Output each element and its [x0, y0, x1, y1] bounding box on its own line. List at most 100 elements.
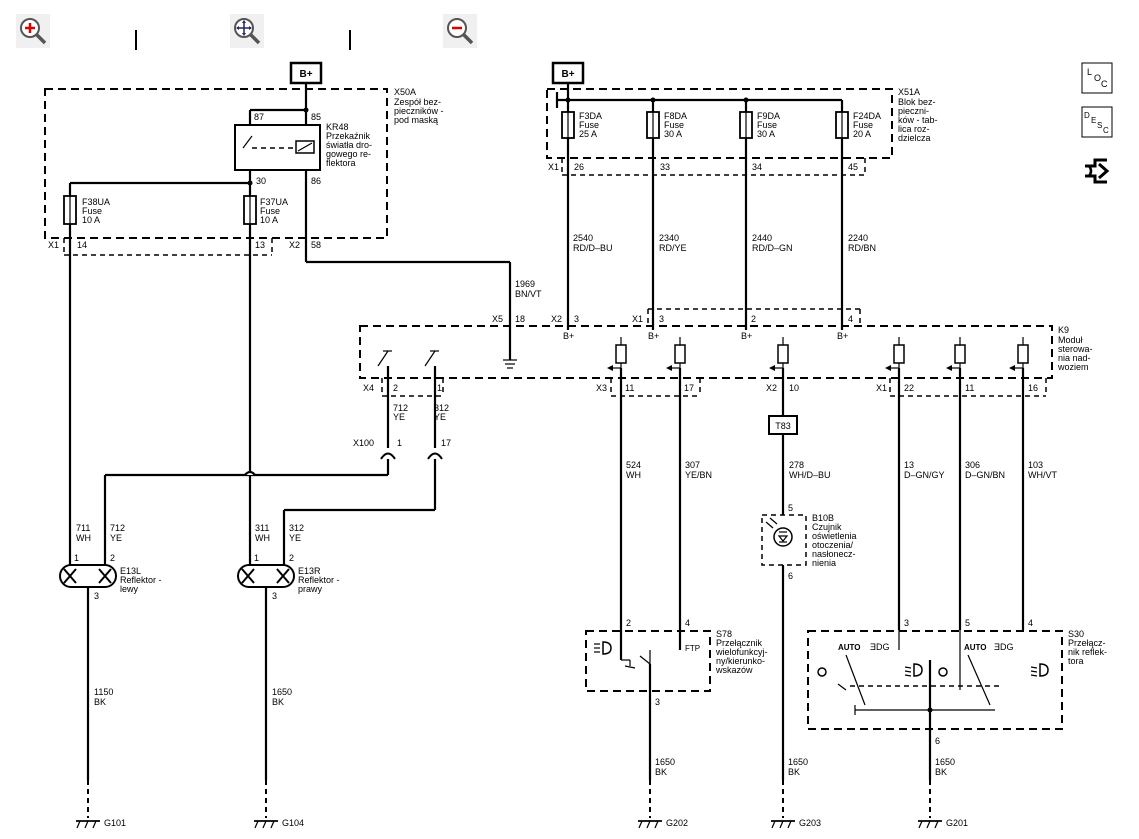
switch-s30: 3 5 4 S30 Przełącz- nik reflek- tora AUT…	[807, 618, 1107, 780]
k9-driver-16	[1009, 337, 1029, 371]
w13-circuit: 13	[904, 460, 914, 470]
svg-text:ƎDG: ƎDG	[870, 642, 890, 652]
e13r-label: E13R	[298, 566, 321, 576]
w278-circuit: 278	[789, 460, 804, 470]
pan-icon[interactable]	[230, 14, 264, 48]
w524-color: WH	[626, 470, 641, 480]
k9-bplus-0: B+	[563, 331, 574, 341]
w312a-color: YE	[434, 412, 446, 422]
x50a-conn-x1: X1	[48, 240, 59, 250]
s30-desc-0: Przełącz-	[1068, 638, 1106, 648]
x50a-pin13: 13	[255, 240, 265, 250]
k9-top-0-conn: X5	[492, 314, 503, 324]
w312b-circuit: 312	[289, 523, 304, 533]
svg-text:C: C	[1103, 126, 1109, 135]
k9-top-0-pin: 18	[515, 314, 525, 324]
w524-circuit: 524	[626, 460, 641, 470]
s30-pin5: 5	[965, 618, 970, 628]
x51a-fuse-1: F8DA Fuse 30 A 33 2340 RD/YE	[646, 97, 687, 330]
x51a-fuse-0: F3DA Fuse 25 A 26 2540 RD/D–BU	[561, 97, 613, 330]
e13r-pin2: 2	[289, 553, 294, 563]
w306-color: D–GN/BN	[965, 470, 1005, 480]
ground-g203-label: G203	[799, 818, 821, 828]
x51a-fuse-0-color: RD/D–BU	[573, 243, 613, 253]
s78-pin3: 3	[655, 697, 660, 707]
x51a-fuse-3-id: F24DA	[853, 111, 881, 121]
connector-icon[interactable]	[1081, 154, 1113, 186]
k9-bot-5-conn: X1	[876, 383, 887, 393]
s78-desc-0: Przełącznik	[716, 638, 763, 648]
s30-auto-1: AUTO	[838, 643, 861, 652]
w1650c-color: BK	[788, 767, 800, 777]
power-right: B+	[551, 61, 842, 108]
relay-kr48: 87 85 30 86 KR48 Przekaźnik światła dro-…	[234, 107, 372, 186]
s78-desc-3: wskazów	[715, 665, 753, 675]
k9-bot-5-pin: 22	[904, 383, 914, 393]
x51a-desc-0: Blok bez-	[898, 97, 936, 107]
w1650d-color: BK	[935, 767, 947, 777]
k9-bot-0-pin: 2	[393, 383, 398, 393]
k9-top-2-pin: 3	[659, 314, 664, 324]
relay-pin85: 85	[311, 112, 321, 122]
fuse-f37ua-rating: 10 A	[260, 215, 278, 225]
k9-label: K9	[1058, 325, 1069, 335]
e13l-desc-0: Reflektor -	[120, 575, 162, 585]
x51a-fuse-0-rating: 25 A	[579, 129, 597, 139]
w712a-circuit: 712	[393, 403, 408, 413]
t83-label: T83	[775, 421, 791, 431]
k9-bot-2-pin: 11	[625, 383, 634, 393]
ground-g101: G101	[76, 780, 126, 829]
x50a-connectors: X1 14 13 X2 58 1969 BN/VT	[48, 183, 542, 330]
k9-bot-0-conn: X4	[363, 383, 374, 393]
x51a-fuse-3-type: Fuse	[853, 120, 873, 130]
x50a-box: X50A Zespół bez- pieczników - pod maską	[44, 87, 444, 239]
e13r-desc-1: prawy	[298, 584, 323, 594]
desc-button[interactable]: D E S C	[1081, 106, 1113, 138]
relay-desc-0: Przekaźnik	[326, 131, 371, 141]
ground-g201-label: G201	[946, 818, 968, 828]
x51a-fuse-2-type: Fuse	[757, 120, 777, 130]
x50a-pin58: 58	[311, 240, 321, 250]
x50a-desc-2: pod maską	[394, 115, 438, 125]
fuse-branch	[68, 180, 253, 196]
w1150-color: BK	[94, 697, 106, 707]
e13r-pin3: 3	[272, 591, 277, 601]
relay-label: KR48	[326, 122, 349, 132]
w307-circuit: 307	[685, 460, 700, 470]
x51a-fuse-0-circuit: 2540	[573, 233, 593, 243]
w1650a-color: BK	[272, 697, 284, 707]
x51a-fuse-2: F9DA Fuse 30 A 34 2440 RD/D–GN	[739, 97, 793, 330]
fuse-f38ua: F38UA Fuse 10 A	[63, 195, 110, 225]
b10b-desc-0: Czujnik	[812, 522, 842, 532]
w1650a-circuit: 1650	[272, 687, 292, 697]
k9-driver-11b	[946, 337, 966, 371]
k9-bot-4-conn: X2	[766, 383, 777, 393]
x51a-fuse-3-pin: 45	[848, 162, 858, 172]
relay-desc-3: flektora	[326, 158, 356, 168]
k9-bplus-3: B+	[837, 331, 848, 341]
ground-g203: G203	[771, 780, 821, 829]
ground-g104-label: G104	[282, 818, 304, 828]
parking-light-icon-2: ƎDG	[994, 642, 1014, 652]
k9-bot-6-pin: 11	[965, 383, 974, 393]
x51a-fuse-2-pin: 34	[752, 162, 762, 172]
zoom-out-icon[interactable]	[443, 14, 477, 48]
power-left: B+	[289, 61, 323, 110]
wire-1969-circuit: 1969	[515, 279, 535, 289]
svg-text:D: D	[1084, 111, 1090, 120]
x51a-fuse-0-pin: 26	[574, 162, 584, 172]
low-beam-icon-2	[1030, 663, 1049, 677]
s78-ftp: FTP	[685, 644, 700, 653]
k9-desc-2: nia nad-	[1058, 353, 1091, 363]
w1650c-circuit: 1650	[788, 757, 808, 767]
w307-color: YE/BN	[685, 470, 712, 480]
relay-pin30: 30	[256, 176, 266, 186]
loc-button[interactable]: L O C	[1081, 62, 1113, 94]
b10b-desc-1: oświetlenia	[812, 531, 857, 541]
k9-top-1-pin: 3	[574, 314, 579, 324]
wires-x4: 712 YE 312 YE	[386, 366, 449, 448]
b10b-pin5: 5	[788, 503, 793, 513]
k9-bot-2-conn: X3	[596, 383, 607, 393]
zoom-in-icon[interactable]	[16, 14, 50, 48]
headlamp-e13r: 1 2 E13R Reflektor - prawy 3	[237, 553, 340, 780]
